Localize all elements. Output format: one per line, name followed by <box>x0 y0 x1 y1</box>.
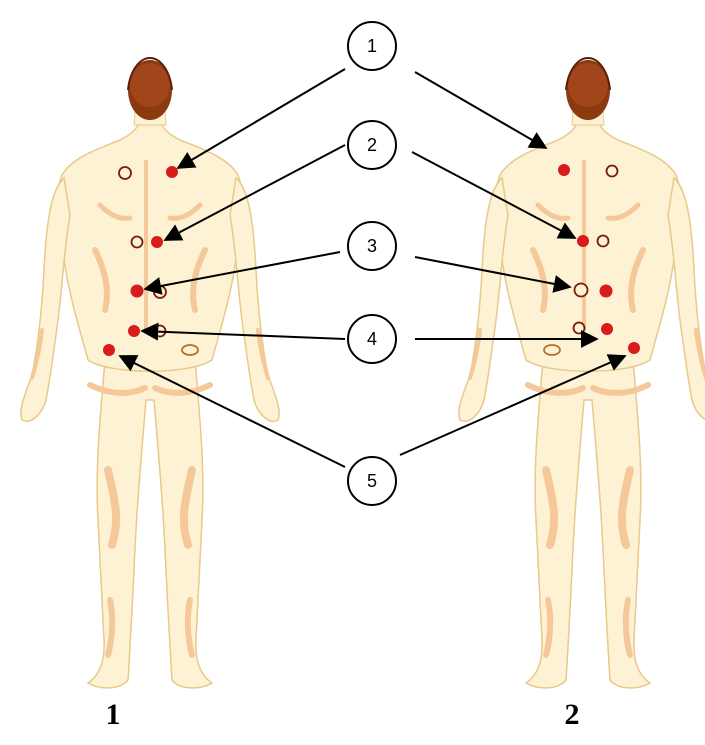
trigger-point-empty <box>182 345 198 355</box>
trigger-point-active <box>128 325 140 337</box>
trigger-point-active <box>577 235 589 247</box>
trigger-point-empty <box>575 284 588 297</box>
arrow-1-right <box>415 72 546 148</box>
callout-number: 2 <box>367 135 377 155</box>
trigger-point-empty <box>132 237 143 248</box>
trigger-point-empty <box>574 323 585 334</box>
trigger-point-empty <box>544 345 560 355</box>
arrow-5-left <box>120 356 345 467</box>
trigger-point-active <box>103 344 115 356</box>
callout-3: 3 <box>348 222 396 270</box>
trigger-point-empty <box>607 166 618 177</box>
callout-number: 4 <box>367 329 377 349</box>
callout-number: 1 <box>367 36 377 56</box>
trigger-point-empty <box>598 236 609 247</box>
trigger-point-active <box>166 166 178 178</box>
trigger-point-active <box>558 164 570 176</box>
trigger-point-active <box>628 342 640 354</box>
arrow-1-left <box>178 69 345 168</box>
callout-4: 4 <box>348 315 396 363</box>
trigger-point-active <box>131 285 144 298</box>
left-body-figure <box>21 58 279 688</box>
figure-label-right: 2 <box>552 698 592 732</box>
right-body-figure <box>459 58 705 688</box>
trigger-point-active <box>600 285 613 298</box>
arrow-5-right <box>400 356 625 455</box>
callout-number: 3 <box>367 236 377 256</box>
figure-label-left: 1 <box>93 698 133 732</box>
trigger-point-empty <box>119 167 131 179</box>
callout-number: 5 <box>367 471 377 491</box>
callout-5: 5 <box>348 457 396 505</box>
callout-1: 1 <box>348 22 396 70</box>
trigger-point-active <box>151 236 163 248</box>
trigger-point-active <box>601 323 613 335</box>
callout-circles: 1 2 3 4 5 <box>348 22 396 505</box>
callout-2: 2 <box>348 121 396 169</box>
